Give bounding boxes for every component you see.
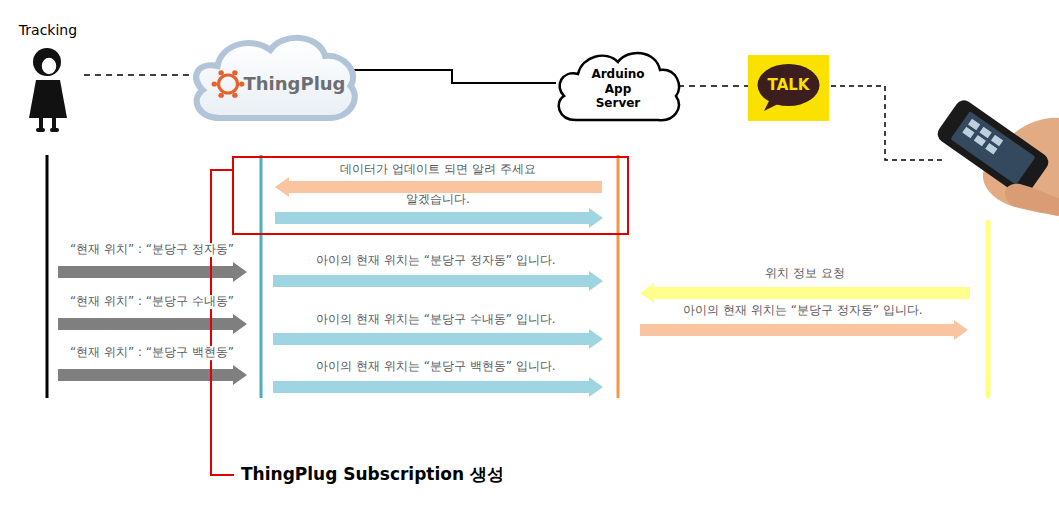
phone-key: [985, 143, 997, 154]
girl-shoe: [50, 128, 59, 132]
callout-label: ThingPlug Subscription 생성: [238, 465, 507, 485]
bubble-tail: [764, 99, 780, 111]
message-label: 아이의 현재 위치는 “분당구 정자동” 입니다.: [680, 304, 925, 318]
message-arrow: [273, 329, 603, 349]
message-arrow: [640, 320, 968, 340]
thumb: [1005, 184, 1059, 216]
connector: [84, 74, 194, 76]
logo-dot: [232, 70, 237, 75]
lifeline: [46, 155, 49, 398]
logo-dot: [218, 93, 223, 98]
phone-key: [979, 127, 991, 138]
message-label: “현재 위치” : “분당구 정자동”: [67, 243, 237, 257]
connector: [678, 85, 748, 87]
message-arrow: [58, 365, 247, 385]
logo-dot: [218, 70, 223, 75]
platform-cloud: ThingPlug: [190, 28, 359, 123]
lifeline: [986, 220, 991, 398]
lifeline: [260, 155, 263, 398]
girl-dress: [29, 80, 67, 118]
lifeline: [617, 155, 620, 398]
girl-leg: [52, 118, 56, 129]
node-label: TALK: [768, 76, 810, 94]
phone-screen: [950, 111, 1035, 185]
girl-shoe: [36, 128, 45, 132]
message-label: 아이의 현재 위치는 “분당구 백현동” 입니다.: [313, 360, 558, 374]
message-label: “현재 위치” : “분당구 수내동”: [67, 295, 237, 309]
dashed-link: [831, 86, 944, 160]
message-arrow: [640, 283, 970, 303]
actor-figure: Tracking: [14, 22, 82, 134]
phone-key: [991, 135, 1003, 146]
message-label: 데이터가 업데이트 되면 알려 주세요: [337, 163, 538, 177]
node-label: Tracking: [19, 22, 77, 39]
phone-in-hand: [934, 97, 1059, 216]
message-arrow: [273, 271, 603, 291]
girl-hair: [33, 48, 61, 76]
node-label: Arduino App Server: [583, 67, 653, 110]
girl-leg: [39, 118, 43, 129]
logo-dot: [232, 93, 237, 98]
server-cloud: Arduino App Server: [552, 46, 684, 124]
leader-line: [211, 170, 234, 475]
phone-key: [962, 127, 974, 138]
logo-dot: [212, 81, 217, 86]
bubble-body: [758, 64, 820, 106]
highlight-box: [233, 157, 628, 234]
message-arrow: [58, 262, 247, 282]
phone-key: [974, 135, 986, 146]
message-label: 아이의 현재 위치는 “분당구 정자동” 입니다.: [313, 254, 558, 268]
logo-ring: [219, 75, 238, 93]
message-label: 위치 정보 요청: [762, 267, 848, 281]
message-label: “현재 위치” : “분당구 백현동”: [67, 346, 237, 360]
messenger-icon: TALK: [748, 55, 829, 121]
connector: [353, 70, 556, 83]
message-arrow: [275, 208, 603, 228]
node-label: ThingPlug: [243, 73, 345, 95]
message-label: 아이의 현재 위치는 “분당구 수내동” 입니다.: [313, 313, 558, 327]
message-arrow: [58, 314, 247, 334]
phone-key: [968, 119, 980, 130]
cloud-shape: [559, 53, 679, 120]
girl-face: [41, 57, 57, 75]
phone: [934, 97, 1052, 199]
message-arrow: [273, 377, 603, 397]
girl-figure: [29, 48, 67, 132]
cloud-shape: [196, 38, 355, 118]
message-label: 알겠습니다.: [403, 193, 473, 207]
phone-body: [934, 97, 1052, 199]
